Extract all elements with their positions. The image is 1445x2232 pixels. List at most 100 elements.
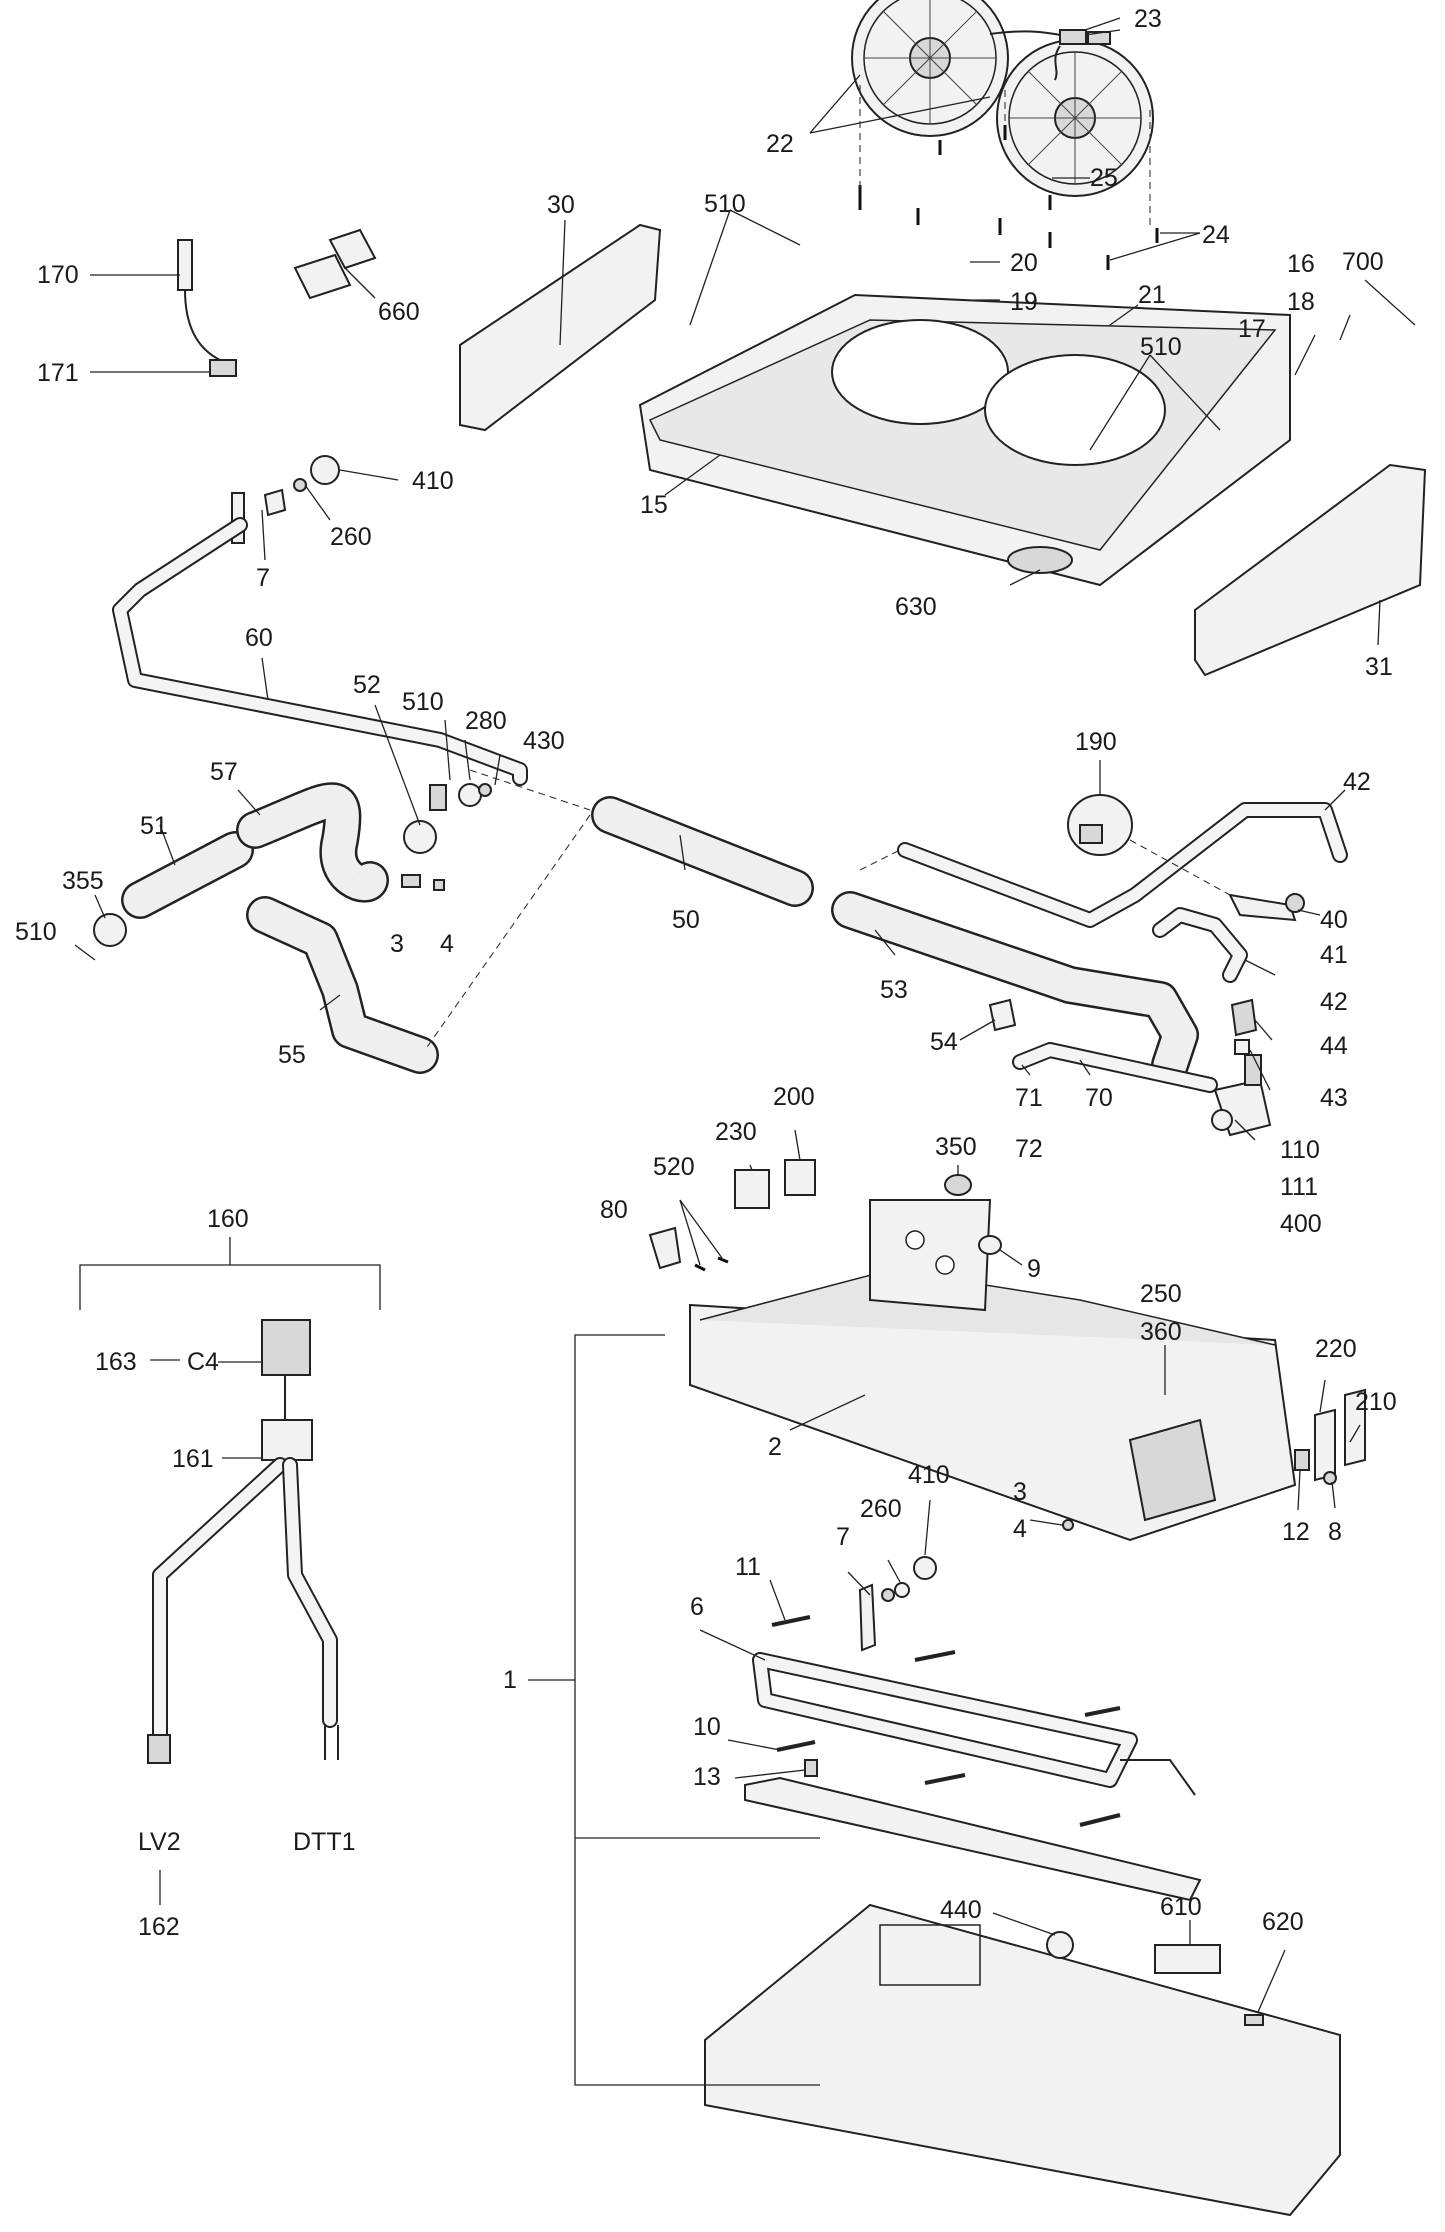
callout-18: 18 xyxy=(1287,288,1315,316)
callout-260-lower: 260 xyxy=(860,1495,902,1523)
accumulator-51 xyxy=(121,831,254,919)
heater-element-6 xyxy=(752,1652,1196,1796)
callout-430: 430 xyxy=(523,727,565,755)
callout-510-mid: 510 xyxy=(402,688,444,716)
callout-22: 22 xyxy=(766,130,794,158)
callout-190: 190 xyxy=(1075,728,1117,756)
callout-71: 71 xyxy=(1015,1084,1043,1112)
callout-3-lower: 3 xyxy=(1013,1478,1027,1506)
callout-3-mid: 3 xyxy=(390,930,404,958)
callout-31: 31 xyxy=(1365,653,1393,681)
clamp-355 xyxy=(93,913,127,947)
callout-360: 360 xyxy=(1140,1318,1182,1346)
drip-tray xyxy=(744,1776,1202,1902)
callout-10: 10 xyxy=(693,1713,721,1741)
callout-9: 9 xyxy=(1027,1255,1041,1283)
callout-7-top: 7 xyxy=(256,564,270,592)
callout-162: 162 xyxy=(138,1913,180,1941)
evaporator-housing-2 xyxy=(689,1199,1297,1542)
callout-170: 170 xyxy=(37,261,79,289)
callout-43: 43 xyxy=(1320,1084,1348,1112)
plate-230 xyxy=(734,1169,770,1209)
callout-42-lower: 42 xyxy=(1320,988,1348,1016)
nut-410 xyxy=(310,455,340,485)
callout-51: 51 xyxy=(140,812,168,840)
callout-50: 50 xyxy=(672,906,700,934)
callout-lv2: LV2 xyxy=(138,1828,181,1856)
cable-clips-660 xyxy=(293,228,377,300)
callout-250: 250 xyxy=(1140,1280,1182,1308)
callout-8: 8 xyxy=(1328,1518,1342,1546)
callout-13: 13 xyxy=(693,1763,721,1791)
callout-400: 400 xyxy=(1280,1210,1322,1238)
callout-410-top: 410 xyxy=(412,467,454,495)
callout-70: 70 xyxy=(1085,1084,1113,1112)
callout-11: 11 xyxy=(735,1553,761,1581)
callout-72: 72 xyxy=(1015,1135,1043,1163)
callout-23: 23 xyxy=(1134,5,1162,33)
callout-510-right: 510 xyxy=(1140,333,1182,361)
callout-510-top: 510 xyxy=(704,190,746,218)
callout-44: 44 xyxy=(1320,1032,1348,1060)
callout-1: 1 xyxy=(503,1666,517,1694)
callout-610: 610 xyxy=(1160,1893,1202,1921)
callout-7-lower: 7 xyxy=(836,1523,850,1551)
callout-6: 6 xyxy=(690,1593,704,1621)
callout-700: 700 xyxy=(1342,248,1384,276)
callout-171: 171 xyxy=(37,359,79,387)
callout-41: 41 xyxy=(1320,941,1348,969)
callout-labels: 23 22 25 24 510 30 20 19 21 16 18 700 17… xyxy=(15,5,1397,1941)
callout-20: 20 xyxy=(1010,249,1038,277)
callout-dtt1: DTT1 xyxy=(293,1828,356,1856)
condenser-fan-left xyxy=(851,0,1009,137)
callout-c4: C4 xyxy=(187,1348,219,1376)
callout-200: 200 xyxy=(773,1083,815,1111)
callout-110: 110 xyxy=(1280,1136,1320,1164)
plate-220 xyxy=(1314,1408,1336,1482)
callout-40: 40 xyxy=(1320,906,1348,934)
side-shroud-31 xyxy=(1194,463,1427,677)
base-plate xyxy=(704,1903,1341,2217)
top-cover xyxy=(638,293,1291,587)
callout-350: 350 xyxy=(935,1133,977,1161)
heater-brackets xyxy=(771,1615,1121,1827)
callout-17: 17 xyxy=(1238,315,1266,343)
callout-160: 160 xyxy=(207,1205,249,1233)
callout-30: 30 xyxy=(547,191,575,219)
callout-280: 280 xyxy=(465,707,507,735)
callout-163: 163 xyxy=(95,1348,137,1376)
callout-25: 25 xyxy=(1090,164,1118,192)
callout-4-mid: 4 xyxy=(440,930,454,958)
callout-57: 57 xyxy=(210,758,238,786)
fan-connector xyxy=(1059,29,1087,45)
callout-42-upper: 42 xyxy=(1343,768,1371,796)
callout-21: 21 xyxy=(1138,281,1166,309)
callout-220: 220 xyxy=(1315,1335,1357,1363)
callout-440: 440 xyxy=(940,1896,982,1924)
callout-630: 630 xyxy=(895,593,937,621)
callout-111: 111 xyxy=(1280,1173,1318,1201)
condenser-fan-right xyxy=(996,39,1154,197)
callout-80: 80 xyxy=(600,1196,628,1224)
callout-16: 16 xyxy=(1287,250,1315,278)
callout-210: 210 xyxy=(1355,1388,1397,1416)
plate-200 xyxy=(784,1159,816,1196)
callout-19: 19 xyxy=(1010,288,1038,316)
side-shroud-30 xyxy=(459,223,662,432)
callout-15: 15 xyxy=(640,491,668,519)
callout-24: 24 xyxy=(1202,221,1230,249)
callout-52: 52 xyxy=(353,671,381,699)
label-620 xyxy=(1244,2014,1264,2026)
callout-60: 60 xyxy=(245,624,273,652)
callout-355: 355 xyxy=(62,867,104,895)
temperature-sensor-170 xyxy=(177,239,237,377)
callout-660: 660 xyxy=(378,298,420,326)
callout-12: 12 xyxy=(1282,1518,1310,1546)
callout-55: 55 xyxy=(278,1041,306,1069)
valve-110 xyxy=(1211,1054,1272,1137)
callout-54: 54 xyxy=(930,1028,958,1056)
callout-2: 2 xyxy=(768,1433,782,1461)
callout-520: 520 xyxy=(653,1153,695,1181)
callout-161: 161 xyxy=(172,1445,214,1473)
